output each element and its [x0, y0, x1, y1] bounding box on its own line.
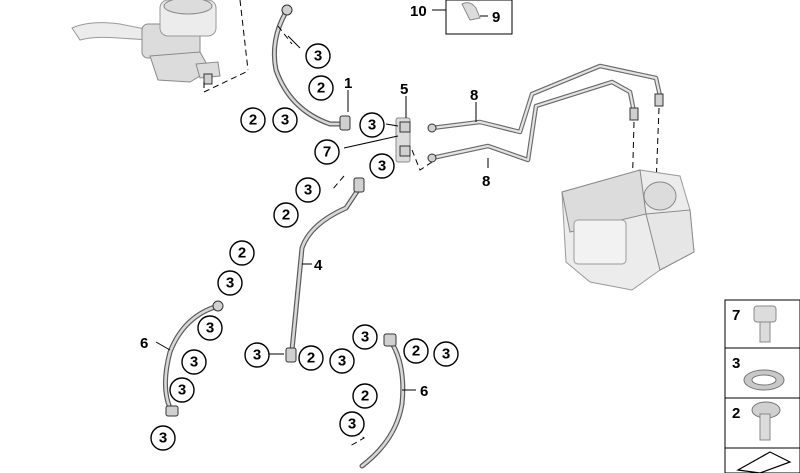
- brake-line-6-bottom: [345, 333, 406, 469]
- callout: 3: [359, 112, 385, 138]
- svg-text:3: 3: [206, 320, 214, 337]
- callout: 3: [197, 315, 223, 341]
- label-part-10: 10: [410, 3, 427, 20]
- part-labels: 1 5 8 8 4 6 6 10 9: [140, 3, 500, 400]
- label-part-5: 5: [400, 81, 408, 98]
- svg-text:2: 2: [317, 80, 325, 97]
- label-part-6-left: 6: [140, 335, 148, 352]
- svg-text:3: 3: [178, 382, 186, 399]
- parts-legend: 7 3 2: [724, 299, 800, 473]
- brake-line-1: [271, 4, 351, 131]
- svg-text:2: 2: [238, 245, 246, 262]
- svg-text:3: 3: [348, 416, 356, 433]
- callout: 3: [329, 348, 355, 374]
- sealing-ring-icon: [743, 369, 785, 391]
- svg-text:3: 3: [338, 353, 346, 370]
- abs-unit: [561, 169, 695, 291]
- master-cylinder-assembly: [71, 0, 249, 93]
- svg-text:2: 2: [412, 343, 420, 360]
- callout: 3: [181, 349, 207, 375]
- callout: 3: [244, 342, 270, 368]
- svg-text:3: 3: [361, 329, 369, 346]
- label-part-8-top: 8: [470, 87, 478, 104]
- svg-text:7: 7: [323, 144, 331, 161]
- brake-pipes-8: [427, 63, 664, 199]
- callout: 3: [217, 270, 243, 296]
- svg-text:2: 2: [307, 350, 315, 367]
- callout: 2: [273, 202, 299, 228]
- svg-text:3: 3: [190, 354, 198, 371]
- label-part-1: 1: [344, 75, 352, 92]
- callout: 3: [295, 177, 321, 203]
- brake-line-6-left: [163, 300, 224, 417]
- svg-text:3: 3: [281, 112, 289, 129]
- callout: 2: [403, 338, 429, 364]
- callout: 2: [298, 345, 324, 371]
- svg-text:2: 2: [249, 112, 257, 129]
- callout: 3: [305, 43, 331, 69]
- callouts: 3 2 2 3 3 7 3 3 2 2 3 3 3 3 3 3 2 3 3 2 …: [150, 43, 459, 451]
- callout: 2: [352, 383, 378, 409]
- callout: 3: [169, 377, 195, 403]
- label-part-9: 9: [492, 9, 500, 26]
- svg-text:3: 3: [226, 275, 234, 292]
- legend-label-2: 2: [732, 405, 740, 422]
- banjo-bolt-icon: [751, 401, 781, 441]
- callout: 3: [369, 153, 395, 179]
- svg-text:3: 3: [159, 430, 167, 447]
- legend-label-7: 7: [732, 307, 740, 324]
- callout: 3: [150, 425, 176, 451]
- callout: 2: [229, 240, 255, 266]
- clip-box: [432, 0, 513, 35]
- label-part-6-bottom: 6: [420, 383, 428, 400]
- svg-text:3: 3: [253, 347, 261, 364]
- svg-text:3: 3: [378, 158, 386, 175]
- svg-text:3: 3: [304, 182, 312, 199]
- legend-label-3: 3: [732, 355, 740, 372]
- callout: 2: [240, 107, 266, 133]
- callout: 3: [433, 341, 459, 367]
- svg-text:2: 2: [282, 207, 290, 224]
- arrow-icon: [736, 451, 792, 473]
- label-part-4: 4: [314, 257, 323, 274]
- svg-text:2: 2: [361, 388, 369, 405]
- svg-text:3: 3: [368, 117, 376, 134]
- svg-text:3: 3: [442, 346, 450, 363]
- label-part-8-bottom: 8: [482, 173, 490, 190]
- callout: 7: [314, 139, 340, 165]
- callout: 2: [308, 75, 334, 101]
- bolt-icon: [753, 305, 777, 343]
- svg-text:3: 3: [314, 48, 322, 65]
- callout: 3: [339, 411, 365, 437]
- leader-lines: [155, 90, 489, 391]
- brake-line-4: [285, 175, 365, 363]
- distributor-block: [395, 117, 433, 171]
- callout: 3: [352, 324, 378, 350]
- callout: 3: [272, 107, 298, 133]
